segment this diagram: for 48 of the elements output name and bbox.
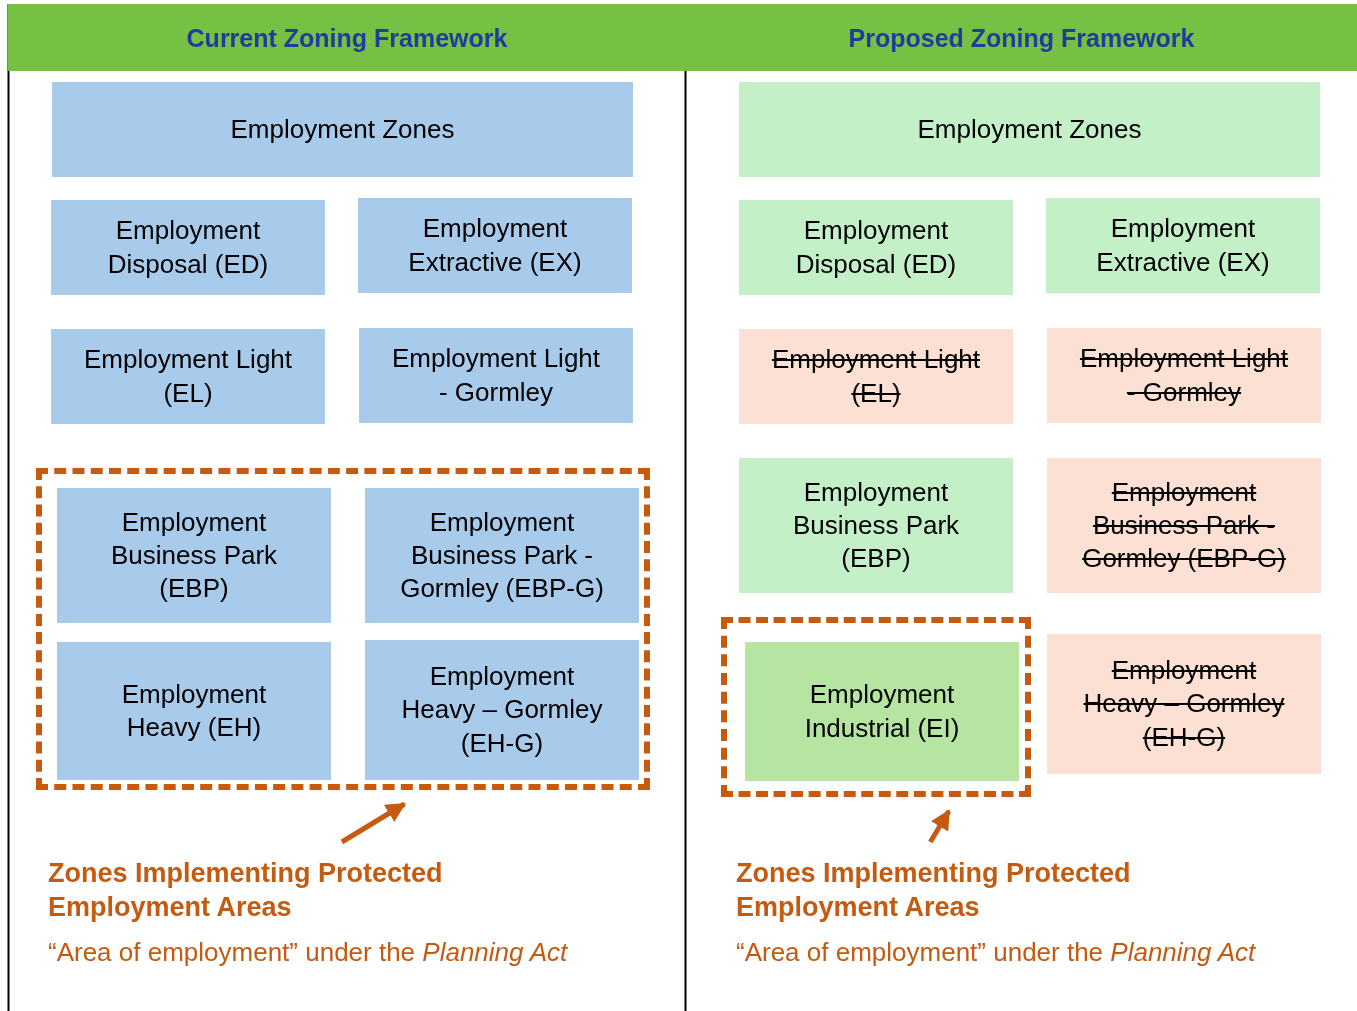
- zone-label: Employment Light - Gormley: [390, 342, 602, 409]
- zone-box: [365, 640, 639, 780]
- zone-box: [739, 200, 1013, 295]
- zone-label: Employment Zones: [917, 112, 1142, 146]
- removed-zone-box: [1047, 328, 1321, 423]
- zone-label: Employment Business Park - Gormley (EBP-G): [399, 505, 605, 606]
- zone-label: Employment Light (EL): [770, 343, 982, 410]
- note-subtitle: “Area of employment” under the Planning Act: [48, 936, 568, 970]
- arrow: [340, 801, 407, 845]
- dashed-area-box: [721, 617, 1031, 797]
- removed-zone-box: [1047, 458, 1321, 593]
- zone-label: Employment Disposal (ED): [106, 214, 270, 281]
- zone-label: Employment Heavy – Gormley (EH-G): [1082, 654, 1286, 754]
- zone-label: Employment Industrial (EI): [803, 678, 961, 745]
- zone-label: Employment Zones: [230, 112, 455, 146]
- removed-zone-box: [739, 329, 1013, 424]
- zone-label: Employment Light - Gormley: [1078, 342, 1290, 409]
- zone-label: Employment Extractive (EX): [1095, 212, 1271, 279]
- zone-box: [57, 488, 331, 623]
- dashed-area-box: [36, 468, 650, 790]
- removed-zone-box: [1047, 634, 1321, 774]
- zone-label: Employment Light (EL): [82, 343, 294, 410]
- zone-label: Employment Business Park - Gormley (EBP-G): [1081, 475, 1287, 576]
- note-heading: Zones Implementing Protected Employment Areas: [48, 857, 444, 924]
- arrow: [928, 809, 951, 844]
- zone-label: Employment Heavy (EH): [120, 677, 268, 744]
- zone-label: Employment Business Park (EBP): [791, 475, 961, 576]
- header-title: Current Zoning Framework: [186, 22, 508, 54]
- note-subtitle: “Area of employment” under the Planning Act: [736, 936, 1256, 970]
- zone-box: [51, 200, 325, 295]
- zone-box: [1046, 198, 1320, 293]
- zone-box: [365, 488, 639, 623]
- zone-box: [739, 458, 1013, 593]
- header-title: Proposed Zoning Framework: [848, 22, 1195, 54]
- zone-label: Employment Extractive (EX): [407, 212, 583, 279]
- zone-box: [745, 642, 1019, 781]
- zone-box: [51, 329, 325, 424]
- zone-label: Employment Business Park (EBP): [109, 505, 279, 606]
- zone-box: [52, 82, 633, 177]
- header-band: [8, 4, 686, 71]
- note-heading: Zones Implementing Protected Employment Areas: [736, 857, 1132, 924]
- zone-label: Employment Heavy – Gormley (EH-G): [400, 660, 604, 760]
- zone-box: [358, 198, 632, 293]
- zone-label: Employment Disposal (ED): [794, 214, 958, 281]
- zone-box: [359, 328, 633, 423]
- zone-box: [739, 82, 1320, 177]
- zone-box: [57, 642, 331, 780]
- header-band: [686, 4, 1357, 71]
